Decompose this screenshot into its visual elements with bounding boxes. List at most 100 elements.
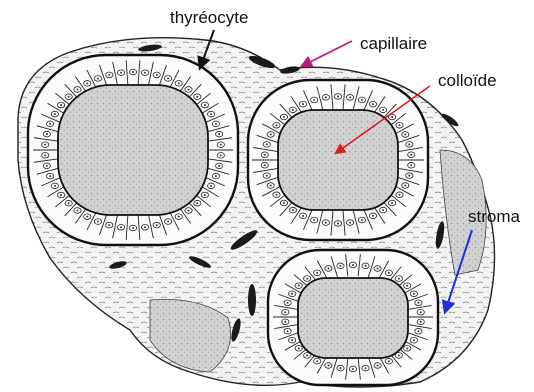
- cell-nucleolus: [44, 144, 46, 146]
- cell-nucleolus: [144, 72, 146, 74]
- cell-nucleolus: [382, 109, 384, 111]
- cell-nucleolus: [361, 99, 363, 101]
- cell-nucleolus: [291, 339, 293, 341]
- cell-nucleolus: [54, 113, 56, 115]
- cell-nucleolus: [377, 364, 379, 366]
- cell-nucleolus: [287, 302, 289, 304]
- follicle-top-right: [248, 80, 428, 240]
- cell-nucleolus: [215, 123, 217, 125]
- cell-nucleolus: [218, 133, 220, 135]
- cell-nucleolus: [302, 215, 304, 217]
- cell-nucleolus: [337, 223, 339, 225]
- cell-nucleolus: [270, 185, 272, 187]
- follicle-bottom: [268, 250, 438, 385]
- cell-nucleolus: [60, 194, 62, 196]
- cell-nucleolus: [306, 278, 308, 280]
- cell-nucleolus: [97, 221, 99, 223]
- cell-nucleolus: [44, 154, 46, 156]
- cell-nucleolus: [264, 154, 266, 156]
- cell-nucleolus: [196, 96, 198, 98]
- cell-nucleolus: [275, 194, 277, 196]
- cell-nucleolus: [382, 209, 384, 211]
- cell-nucleolus: [132, 71, 134, 73]
- cell-nucleolus: [417, 330, 419, 332]
- cell-nucleolus: [325, 222, 327, 224]
- cell-nucleolus: [420, 311, 422, 313]
- cell-nucleolus: [406, 285, 408, 287]
- cell-nucleolus: [178, 82, 180, 84]
- cell-nucleolus: [399, 124, 401, 126]
- colloid-top-right: [278, 110, 398, 210]
- cell-nucleolus: [275, 124, 277, 126]
- cell-nucleolus: [364, 367, 366, 369]
- cell-nucleolus: [270, 133, 272, 135]
- cell-nucleolus: [68, 96, 70, 98]
- label-thyreocyte: thyréocyte: [170, 8, 248, 27]
- cell-nucleolus: [298, 347, 300, 349]
- cell-nucleolus: [266, 143, 268, 145]
- cell-nucleolus: [283, 202, 285, 204]
- cell-nucleolus: [337, 96, 339, 98]
- cell-nucleolus: [298, 285, 300, 287]
- cell-nucleolus: [108, 224, 110, 226]
- cell-nucleolus: [388, 360, 390, 362]
- cell-nucleolus: [291, 293, 293, 295]
- cell-nucleolus: [266, 175, 268, 177]
- cell-nucleolus: [316, 360, 318, 362]
- cell-nucleolus: [340, 265, 342, 267]
- cell-nucleolus: [352, 264, 354, 266]
- label-capillaire: capillaire: [360, 34, 427, 53]
- label-colloide: colloïde: [438, 71, 497, 90]
- cell-nucleolus: [49, 123, 51, 125]
- cell-nucleolus: [413, 293, 415, 295]
- cell-nucleolus: [349, 222, 351, 224]
- cell-nucleolus: [210, 185, 212, 187]
- cell-nucleolus: [410, 164, 412, 166]
- cell-nucleolus: [120, 226, 122, 228]
- cell-nucleolus: [218, 165, 220, 167]
- cell-nucleolus: [292, 209, 294, 211]
- cell-nucleolus: [417, 302, 419, 304]
- cell-nucleolus: [86, 82, 88, 84]
- cell-nucleolus: [220, 154, 222, 156]
- cell-nucleolus: [188, 210, 190, 212]
- cell-nucleolus: [404, 133, 406, 135]
- cell-nucleolus: [372, 215, 374, 217]
- cell-nucleolus: [167, 221, 169, 223]
- label-stroma: stroma: [468, 207, 521, 226]
- cell-nucleolus: [54, 185, 56, 187]
- cell-nucleolus: [283, 116, 285, 118]
- cell-nucleolus: [364, 265, 366, 267]
- cell-nucleolus: [108, 74, 110, 76]
- follicle-left: [28, 55, 238, 245]
- cell-nucleolus: [404, 185, 406, 187]
- cell-nucleolus: [420, 321, 422, 323]
- cell-nucleolus: [388, 272, 390, 274]
- cell-nucleolus: [327, 364, 329, 366]
- cell-nucleolus: [132, 227, 134, 229]
- colloid-bottom: [298, 278, 408, 358]
- cell-nucleolus: [340, 367, 342, 369]
- cell-nucleolus: [327, 268, 329, 270]
- cell-nucleolus: [76, 210, 78, 212]
- cell-nucleolus: [287, 330, 289, 332]
- cell-nucleolus: [302, 103, 304, 105]
- cell-nucleolus: [204, 104, 206, 106]
- cell-nucleolus: [408, 143, 410, 145]
- cell-nucleolus: [284, 311, 286, 313]
- cell-nucleolus: [361, 219, 363, 221]
- cell-nucleolus: [399, 194, 401, 196]
- cell-nucleolus: [76, 88, 78, 90]
- cell-nucleolus: [410, 154, 412, 156]
- cell-nucleolus: [144, 226, 146, 228]
- cell-nucleolus: [156, 224, 158, 226]
- cell-nucleolus: [204, 194, 206, 196]
- cell-nucleolus: [391, 202, 393, 204]
- cell-nucleolus: [349, 96, 351, 98]
- cell-nucleolus: [398, 278, 400, 280]
- arrow-capillaire: [302, 41, 352, 66]
- cell-nucleolus: [408, 175, 410, 177]
- cell-nucleolus: [120, 72, 122, 74]
